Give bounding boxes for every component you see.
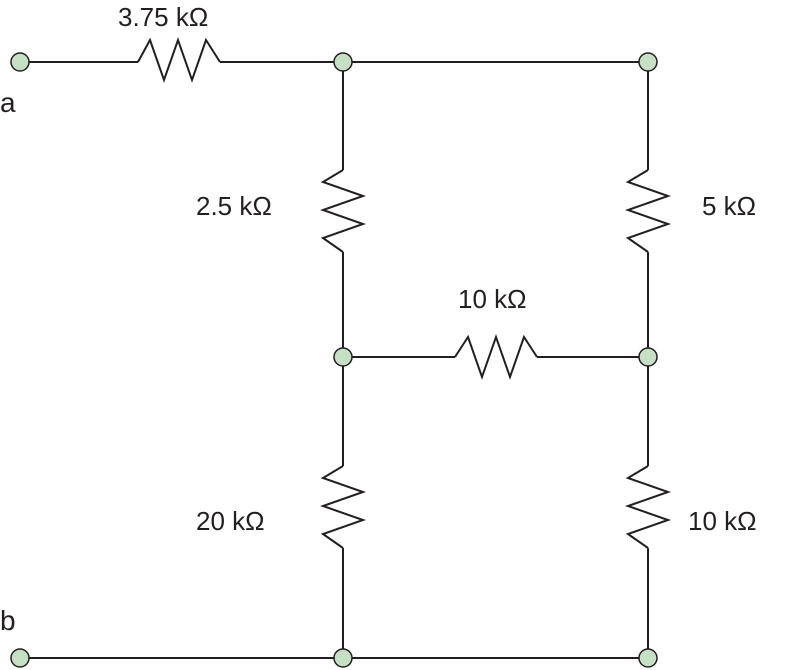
node-top-right: [638, 52, 658, 72]
resistor-right-upper-symbol: [624, 169, 672, 253]
resistor-right-upper-label: 5 kΩ: [702, 191, 756, 221]
resistor-middle-symbol: [454, 333, 538, 381]
node-middle-left: [333, 347, 353, 367]
resistor-right-lower-label: 10 kΩ: [688, 506, 757, 536]
resistor-symbols: [137, 36, 672, 549]
resistor-right-lower-symbol: [624, 465, 672, 549]
resistor-left-lower-symbol: [319, 465, 367, 549]
node-middle-right: [638, 347, 658, 367]
resistor-series-label: 3.75 kΩ: [118, 2, 208, 32]
terminal-b-label: b: [0, 605, 16, 636]
terminal-a-node[interactable]: [10, 52, 30, 72]
node-top-left: [333, 52, 353, 72]
nodes: [10, 52, 658, 668]
terminal-a-label: a: [0, 87, 16, 118]
resistor-middle-label: 10 kΩ: [458, 284, 527, 314]
node-bottom-left: [333, 648, 353, 668]
resistor-left-upper-symbol: [319, 169, 367, 253]
labels: a b 3.75 kΩ 2.5 kΩ 5 kΩ 10 kΩ 20 kΩ 10 k…: [0, 2, 757, 636]
terminal-b-node[interactable]: [10, 648, 30, 668]
resistor-left-upper-label: 2.5 kΩ: [196, 191, 272, 221]
node-bottom-right: [638, 648, 658, 668]
resistor-series-symbol: [137, 36, 221, 84]
resistor-left-lower-label: 20 kΩ: [196, 506, 265, 536]
